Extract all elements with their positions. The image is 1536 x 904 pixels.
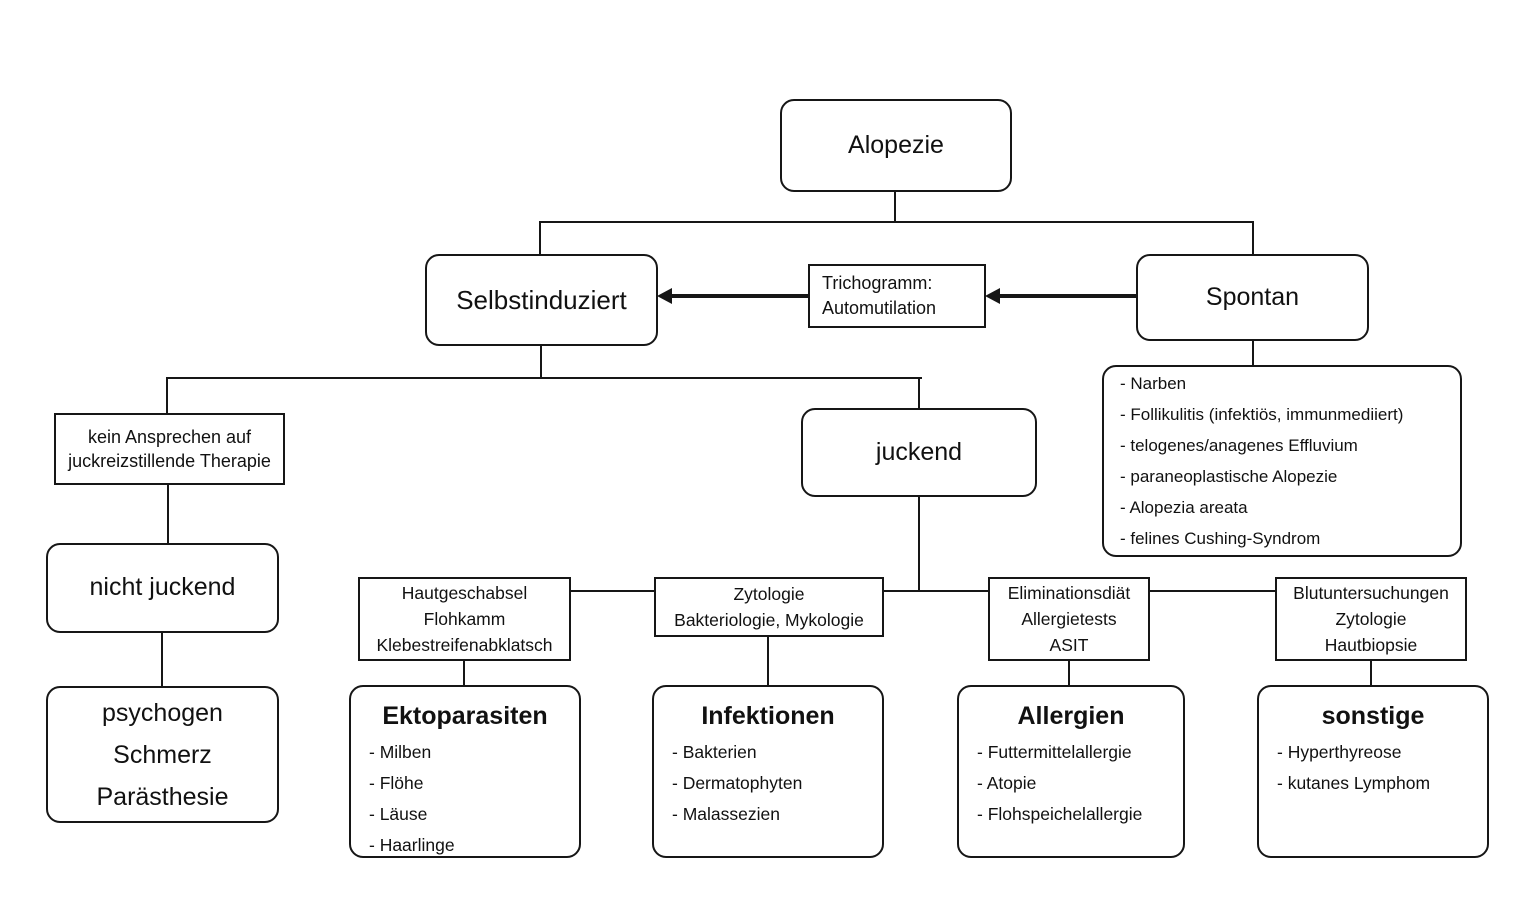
tests-sonstige-line1: Blutuntersuchungen [1293,583,1449,603]
arrowhead-trichogramm-icon [985,288,1000,304]
arrowhead-selbstinduziert-icon [657,288,672,304]
list-item: - Malassezien [672,804,780,824]
tests-ektoparasiten-line2: Flohkamm [423,609,506,629]
node-allergien: Allergien - Futtermittelallergie - Atopi… [957,685,1185,858]
edge-kein-ansprechen-to-nicht-juckend [167,485,169,544]
node-tests-sonstige: Blutuntersuchungen Zytologie Hautbiopsie [1275,577,1467,661]
node-ektoparasiten: Ektoparasiten - Milben - Flöhe - Läuse -… [349,685,581,858]
edge-tests-to-allergien [1068,661,1070,686]
edge-tests-rail-mid [883,590,989,592]
tests-allergien-line1: Eliminationsdiät [1007,583,1131,603]
node-tests-ektoparasiten: Hautgeschabsel Flohkamm Klebestreifenabk… [358,577,571,661]
node-selbstinduziert-label: Selbstinduziert [456,284,627,315]
edge-to-selbstinduziert [539,221,541,254]
list-item: - Atopie [977,773,1037,793]
list-item: - Haarlinge [369,835,455,855]
list-item: - Flöhe [369,773,424,793]
spontan-findings-list: - Narben - Follikulitis (infektiös, immu… [1104,368,1413,554]
tests-infektionen-line2: Bakteriologie, Mykologie [674,610,864,630]
ektoparasiten-title: Ektoparasiten [382,702,548,730]
list-item: - Milben [369,742,432,762]
list-item: - Läuse [369,804,428,824]
trichogramm-line2: Automutilation [822,298,937,318]
node-juckend: juckend [801,408,1037,497]
list-item: - Follikulitis (infektiös, immunmediiert… [1120,405,1404,424]
edge-to-spontan [1252,221,1254,254]
list-item: - Alopezia areata [1120,498,1248,517]
edge-nicht-juckend-to-psychogen [161,632,163,686]
tests-allergien-line3: ASIT [1049,635,1089,655]
list-item: - Futtermittelallergie [977,742,1132,762]
node-infektionen: Infektionen - Bakterien - Dermatophyten … [652,685,884,858]
list-item: - Bakterien [672,742,757,762]
node-nicht-juckend: nicht juckend [46,543,279,633]
node-spontan-label: Spontan [1205,282,1300,311]
infektionen-list: - Bakterien - Dermatophyten - Malassezie… [654,737,810,830]
arrow-trichogramm-to-selbstinduziert [670,294,808,298]
edge-tests-to-ektoparasiten [463,661,465,686]
node-kein-ansprechen: kein Ansprechen auf juckreizstillende Th… [54,413,285,485]
edge-alopezie-down [894,191,896,223]
infektionen-title: Infektionen [701,702,835,730]
node-alopezie-label: Alopezie [848,130,944,159]
list-item: - Dermatophyten [672,773,803,793]
list-item: - kutanes Lymphom [1277,773,1431,793]
kein-ansprechen-line1: kein Ansprechen auf [87,427,252,447]
edge-juckend-down [918,496,920,592]
edge-tests-to-infektionen [767,636,769,686]
sonstige-list: - Hyperthyreose - kutanes Lymphom [1259,737,1438,799]
edge-tests-rail-right [1149,590,1276,592]
tests-sonstige-line2: Zytologie [1335,609,1407,629]
node-psychogen: psychogen Schmerz Parästhesie [46,686,279,823]
edge-to-juckend [918,377,920,409]
node-tests-infektionen: Zytologie Bakteriologie, Mykologie [654,577,884,637]
arrow-spontan-to-trichogramm [998,294,1136,298]
sonstige-title: sonstige [1321,702,1425,730]
allergien-title: Allergien [1017,702,1125,730]
psychogen-line3: Parästhesie [96,782,229,811]
kein-ansprechen-line2: juckreizstillende Therapie [68,451,271,471]
node-selbstinduziert: Selbstinduziert [425,254,658,346]
edge-to-kein-ansprechen [166,377,168,414]
tests-sonstige-line3: Hautbiopsie [1324,635,1418,655]
list-item: - felines Cushing-Syndrom [1120,529,1321,548]
psychogen-line1: psychogen [102,698,223,727]
node-trichogramm: Trichogramm: Automutilation [808,264,986,328]
tests-allergien-line2: Allergietests [1021,609,1117,629]
edge-level2-rail [539,221,1254,223]
list-item: - Flohspeichelallergie [977,804,1143,824]
edge-spontan-to-findings [1252,341,1254,366]
node-alopezie: Alopezie [780,99,1012,192]
tests-ektoparasiten-line3: Klebestreifenabklatsch [376,635,553,655]
tests-infektionen-line1: Zytologie [733,584,805,604]
allergien-list: - Futtermittelallergie - Atopie - Flohsp… [959,737,1150,830]
edge-level3-rail [166,377,922,379]
ektoparasiten-list: - Milben - Flöhe - Läuse - Haarlinge [351,737,463,861]
node-juckend-label: juckend [875,437,963,466]
list-item: - Narben [1120,374,1187,393]
node-spontan-findings: - Narben - Follikulitis (infektiös, immu… [1102,365,1462,557]
edge-selbstinduziert-down [540,346,542,379]
psychogen-line2: Schmerz [113,740,212,769]
edge-tests-to-sonstige [1370,661,1372,686]
list-item: - Hyperthyreose [1277,742,1402,762]
tests-ektoparasiten-line1: Hautgeschabsel [401,583,528,603]
node-tests-allergien: Eliminationsdiät Allergietests ASIT [988,577,1150,661]
node-sonstige: sonstige - Hyperthyreose - kutanes Lymph… [1257,685,1489,858]
trichogramm-line1: Trichogramm: [822,273,933,293]
node-nicht-juckend-label: nicht juckend [89,573,236,602]
edge-tests-rail-left [570,590,655,592]
list-item: - paraneoplastische Alopezie [1120,467,1338,486]
node-spontan: Spontan [1136,254,1369,341]
list-item: - telogenes/anagenes Effluvium [1120,436,1358,455]
